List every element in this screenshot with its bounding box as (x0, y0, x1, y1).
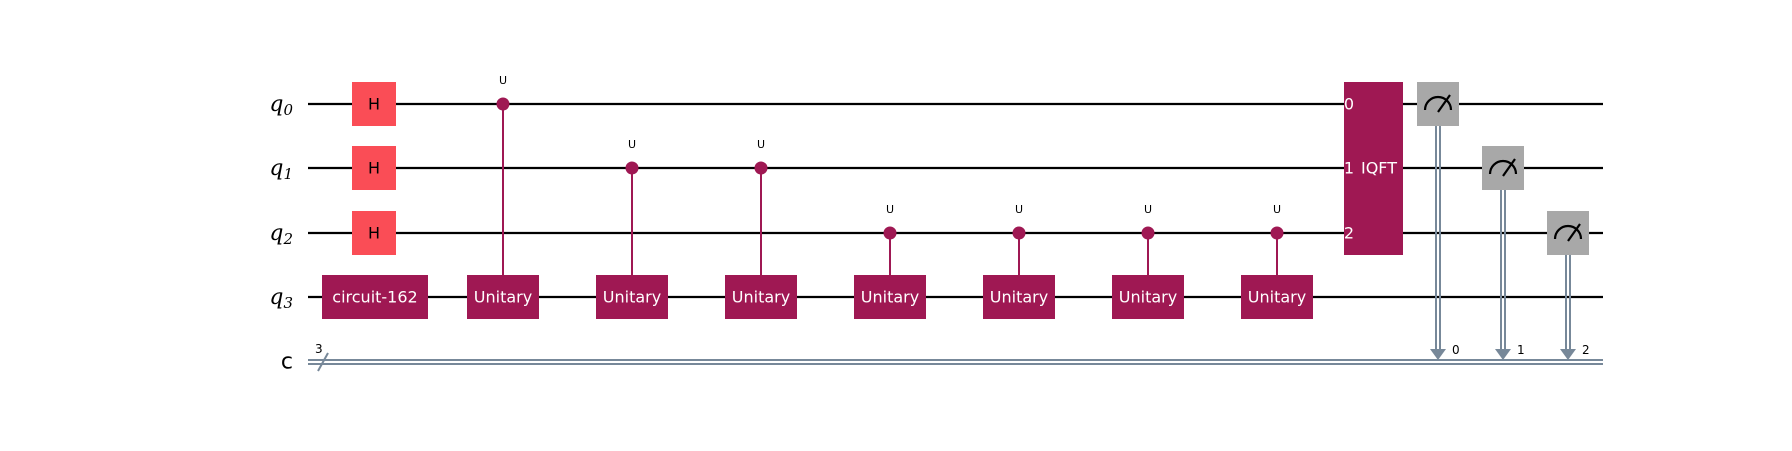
unitary-gate (596, 275, 668, 319)
meter-arc-icon (1423, 95, 1453, 111)
register-name: q (269, 156, 283, 181)
meter-needle-icon (1567, 223, 1581, 242)
control-dot (754, 161, 768, 175)
hadamard-gate-label: H (368, 159, 380, 178)
measure-arrow (1495, 349, 1511, 360)
control-dot (496, 97, 510, 111)
measure-gate (1417, 82, 1459, 126)
unitary-gate-label: Unitary (990, 288, 1048, 307)
clbit-index-label: 0 (1452, 343, 1460, 357)
control-label: U (1015, 203, 1023, 216)
iqft-port-label: 0 (1344, 95, 1354, 114)
register-name: q (269, 221, 283, 246)
unitary-gate (854, 275, 926, 319)
bundle-slash (317, 352, 329, 372)
unitary-gate (1241, 275, 1313, 319)
iqft-gate (1344, 82, 1403, 255)
unitary-gate-label: Unitary (603, 288, 661, 307)
register-name: q (269, 92, 283, 117)
hadamard-gate (352, 82, 396, 126)
hadamard-gate (352, 211, 396, 255)
iqft-port-label: 2 (1344, 224, 1354, 243)
control-label: U (886, 203, 894, 216)
classical-register-label: c (281, 350, 293, 375)
control-dot (625, 161, 639, 175)
register-index: 3 (283, 294, 293, 312)
qubit-register-label: q3 (269, 285, 293, 313)
iqft-gate-label: IQFT (1361, 159, 1397, 178)
control-label: U (1144, 203, 1152, 216)
register-index: 0 (283, 101, 293, 119)
bundle-width-label: 3 (315, 342, 323, 356)
unitary-gate (467, 275, 539, 319)
gates-layer (322, 82, 1589, 319)
clbit-index-label: 1 (1517, 343, 1525, 357)
clbit-index-label: 2 (1582, 343, 1590, 357)
hadamard-gate-label: H (368, 95, 380, 114)
labels-layer: 3q0q1q2q3cHHHcircuit-162UUnitaryUUnitary… (269, 74, 1589, 375)
meter-needle-icon (1502, 158, 1516, 177)
register-index: 1 (283, 165, 293, 183)
control-dot (883, 226, 897, 240)
subcircuit-gate (322, 275, 428, 319)
meter-arc-icon (1488, 159, 1518, 175)
unitary-gate (983, 275, 1055, 319)
unitary-gate (725, 275, 797, 319)
control-label: U (628, 138, 636, 151)
qubit-register-label: q1 (269, 156, 293, 184)
iqft-port-label: 1 (1344, 159, 1354, 178)
connectors-layer (502, 104, 1576, 360)
register-index: 2 (282, 230, 293, 248)
control-dot (1012, 226, 1026, 240)
hadamard-gate (352, 146, 396, 190)
unitary-gate-label: Unitary (732, 288, 790, 307)
register-name: q (269, 285, 283, 310)
qubit-register-label: q0 (269, 92, 293, 120)
control-label: U (757, 138, 765, 151)
control-label: U (499, 74, 507, 87)
unitary-gate-label: Unitary (1248, 288, 1306, 307)
measure-arrow (1560, 349, 1576, 360)
measure-gate (1482, 146, 1524, 190)
qubit-register-label: q2 (269, 221, 293, 249)
control-label: U (1273, 203, 1281, 216)
meter-needle-icon (1437, 94, 1451, 113)
control-dot (1141, 226, 1155, 240)
unitary-gate-label: Unitary (474, 288, 532, 307)
unitary-gate-label: Unitary (1119, 288, 1177, 307)
unitary-gate (1112, 275, 1184, 319)
hadamard-gate-label: H (368, 224, 380, 243)
measure-arrow (1430, 349, 1446, 360)
meter-arc-icon (1553, 224, 1583, 240)
unitary-gate-label: Unitary (861, 288, 919, 307)
measure-gate (1547, 211, 1589, 255)
subcircuit-gate-label: circuit-162 (332, 288, 417, 307)
control-dot (1270, 226, 1284, 240)
